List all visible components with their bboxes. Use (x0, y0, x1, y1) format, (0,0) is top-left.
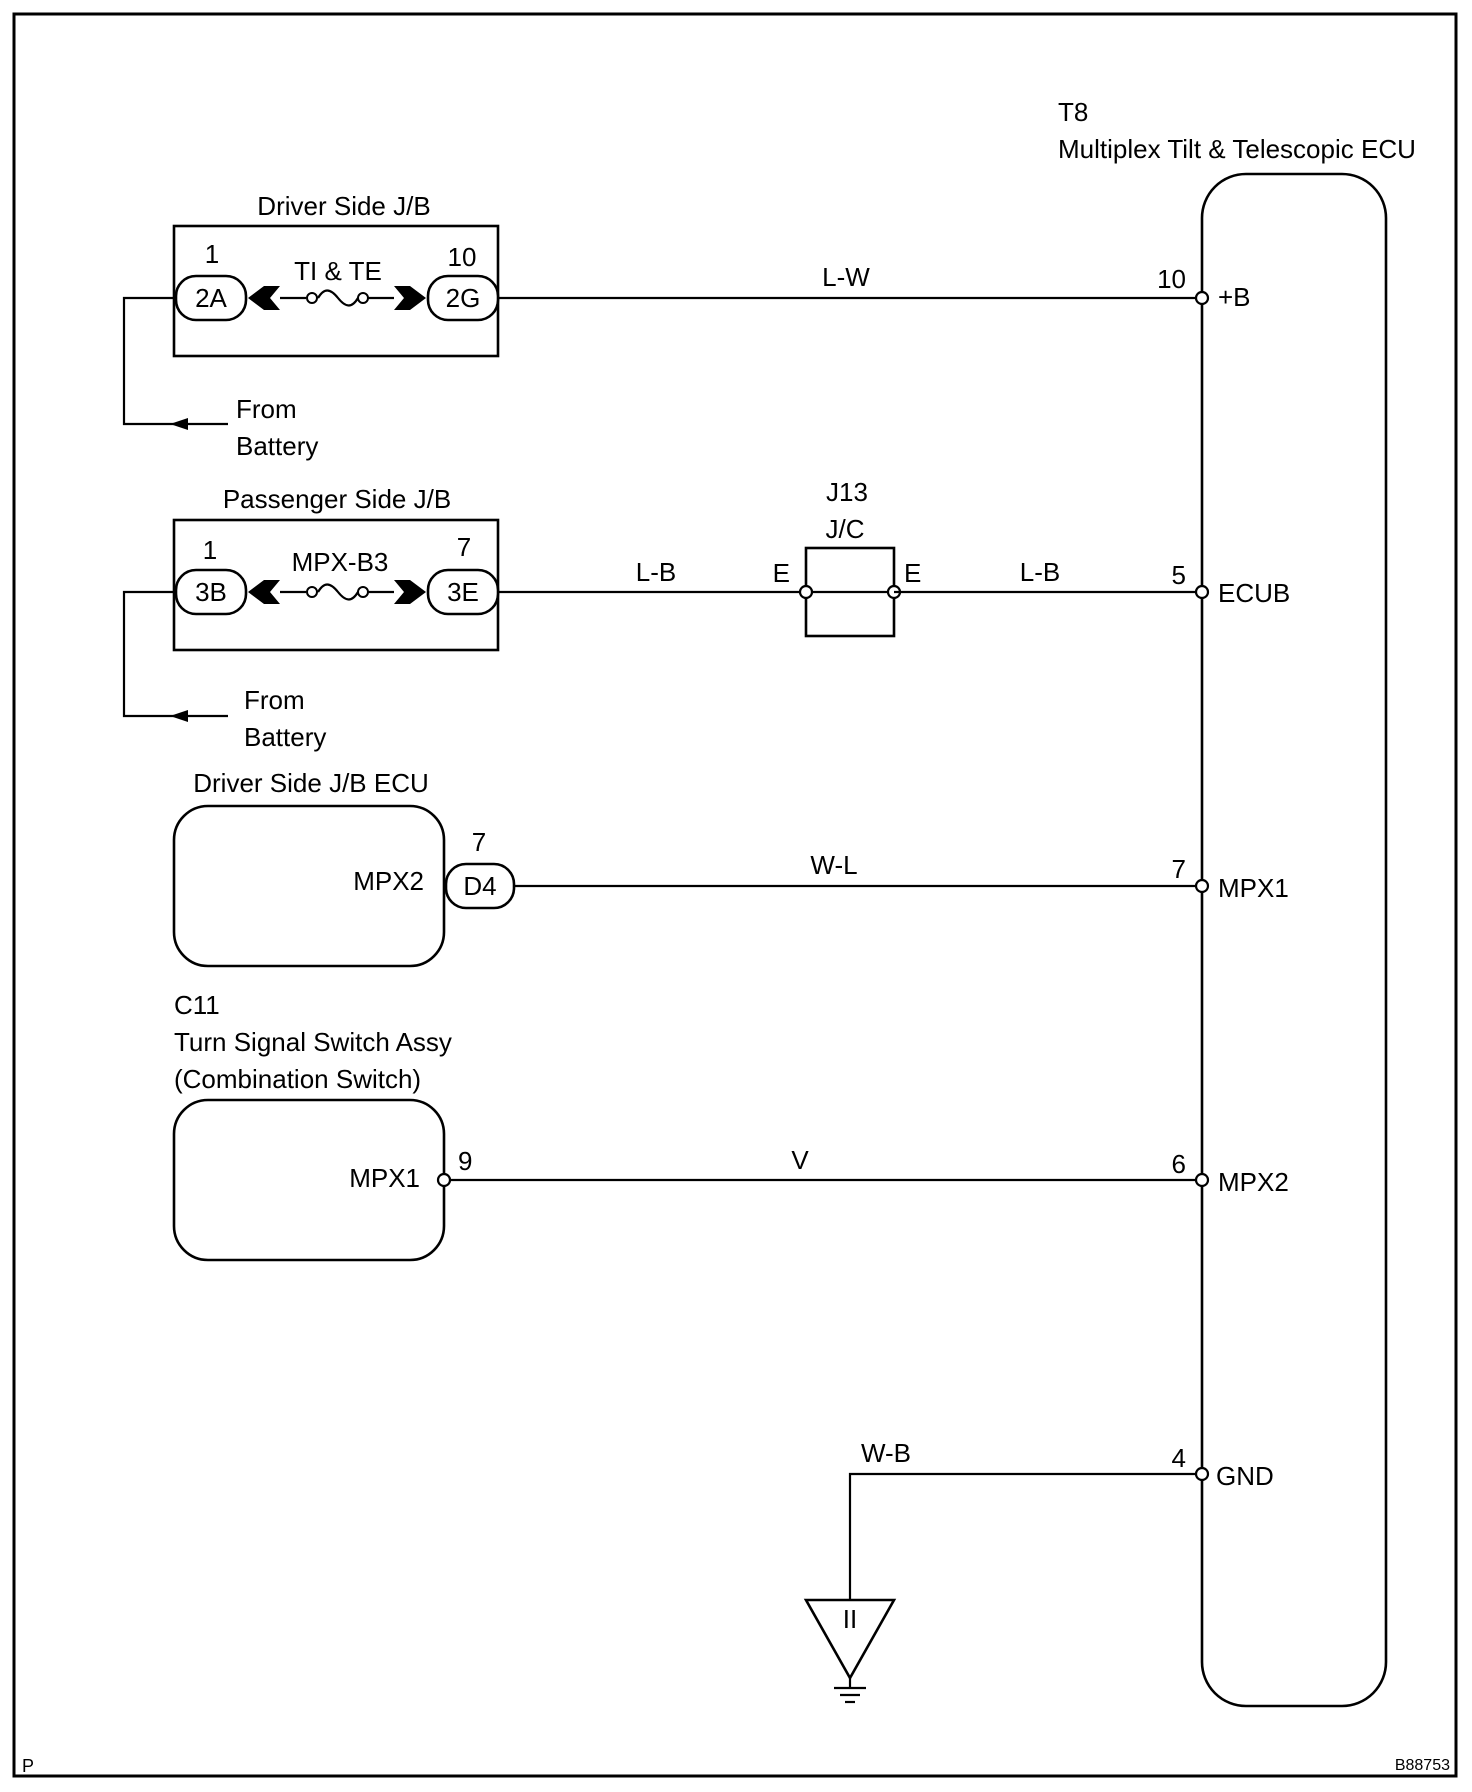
driver-jb-ecu-terminal: MPX2 (353, 866, 424, 896)
ecu-pin-name: ECUB (1218, 578, 1290, 608)
ecu-pin-name: +B (1218, 282, 1251, 312)
wire-color-label: L-B (636, 557, 676, 587)
ecu-pin-num: 10 (1157, 264, 1186, 294)
wire-color-label: L-W (822, 262, 870, 292)
figure-code: B88753 (1395, 1757, 1450, 1774)
ecu-pin-dot (1194, 1466, 1210, 1482)
ecu-pin-dot (1194, 878, 1210, 894)
ecu-pin-num: 6 (1172, 1149, 1186, 1179)
driver-jb-pin-left: 1 (205, 239, 219, 269)
turn-switch-pin: 9 (458, 1146, 472, 1176)
ecu-name: Multiplex Tilt & Telescopic ECU (1058, 134, 1416, 164)
arrow-left-icon (170, 710, 188, 722)
turn-switch-sub: (Combination Switch) (174, 1064, 421, 1094)
terminal-arrow-icon (394, 286, 426, 310)
turn-switch-terminal: MPX1 (349, 1163, 420, 1193)
driver-jb-pin-right: 10 (448, 242, 477, 272)
turn-switch-name: Turn Signal Switch Assy (174, 1027, 452, 1057)
driver-jb-ecu-box (172, 804, 446, 968)
from-label: From (236, 394, 297, 424)
terminal-arrow-icon (248, 580, 280, 604)
fuse-icon (317, 583, 359, 601)
connector-d4-label: D4 (463, 871, 496, 901)
from-label: From (244, 685, 305, 715)
ecu-pin-dot (1194, 1172, 1210, 1188)
wire-gnd (848, 1472, 1196, 1600)
connector-2a-label: 2A (195, 283, 227, 313)
driver-jb-title: Driver Side J/B (257, 191, 430, 221)
junction-pin-right: E (904, 558, 921, 588)
corner-code-left: P (22, 1756, 34, 1776)
connector-3e-label: 3E (447, 577, 479, 607)
ecu-pin-name: MPX1 (1218, 873, 1289, 903)
wire-color-label: L-B (1020, 557, 1060, 587)
ground-point-icon (803, 1598, 897, 1681)
terminal-arrow-icon (394, 580, 426, 604)
ecu-pin-name: GND (1216, 1461, 1274, 1491)
ecu-body (1200, 172, 1388, 1708)
ecu-pin-num: 4 (1172, 1443, 1186, 1473)
ecu-pin-num: 7 (1172, 854, 1186, 884)
passenger-jb-pin-left: 1 (203, 535, 217, 565)
driver-jb-ecu-pin: 7 (472, 827, 486, 857)
passenger-jb-pin-right: 7 (457, 532, 471, 562)
diagram-frame (12, 12, 1458, 1778)
fuse-label: MPX-B3 (292, 547, 389, 577)
ecu-pin-dot (1194, 290, 1210, 306)
junction-name: J/C (826, 514, 865, 544)
terminal-arrow-icon (248, 286, 280, 310)
junction-code: J13 (826, 477, 868, 507)
arrow-left-icon (170, 418, 188, 430)
connector-3b-label: 3B (195, 577, 227, 607)
fuse-label: TI & TE (294, 256, 382, 286)
wire-color-label: W-B (861, 1438, 911, 1468)
passenger-jb-title: Passenger Side J/B (223, 484, 451, 514)
battery-label: Battery (236, 431, 318, 461)
junction-pin-left: E (773, 558, 790, 588)
fuse-icon (317, 289, 359, 307)
driver-jb-ecu-title: Driver Side J/B ECU (193, 768, 429, 798)
connector-2g-label: 2G (446, 283, 481, 313)
ecu-pin-num: 5 (1172, 560, 1186, 590)
ground-point-label: II (843, 1604, 857, 1634)
wire-color-label: W-L (810, 850, 857, 880)
ecu-pin-dot (1194, 584, 1210, 600)
turn-switch-code: C11 (174, 990, 220, 1020)
wire-color-label: V (791, 1145, 809, 1175)
ecu-pin-name: MPX2 (1218, 1167, 1289, 1197)
ecu-code: T8 (1058, 97, 1088, 127)
battery-label: Battery (244, 722, 326, 752)
